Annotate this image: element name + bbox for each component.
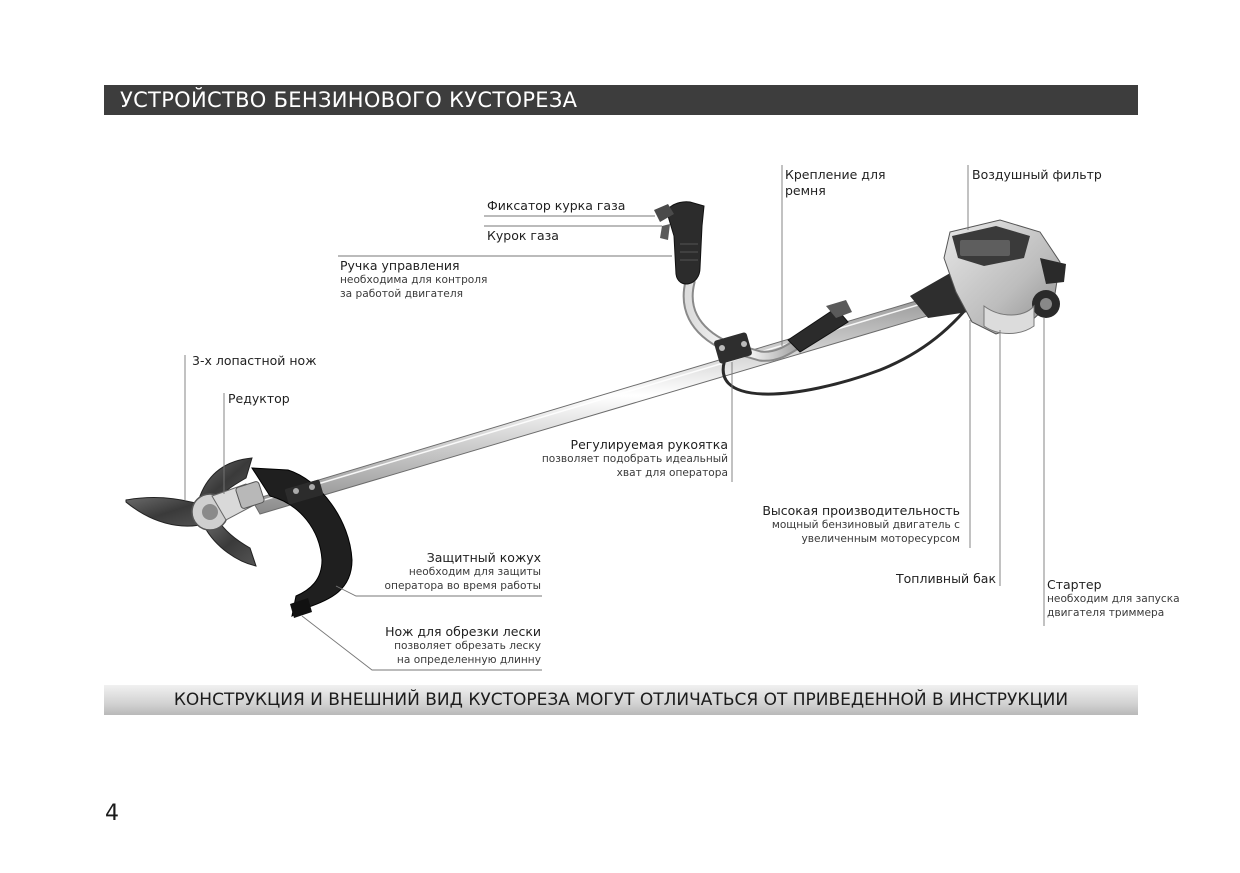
label-guard-title: Защитный кожух <box>426 550 541 565</box>
label-throttle-lock: Фиксатор курка газа <box>487 198 625 214</box>
label-line-cutter-desc-2: на определенную длинну <box>396 653 541 666</box>
label-guard-desc-1: необходим для защиты <box>408 566 541 578</box>
label-performance-title: Высокая производительность <box>762 503 960 518</box>
label-control-handle-title: Ручка управления <box>340 258 460 273</box>
label-guard: Защитный кожух необходим для защиты опер… <box>385 550 541 593</box>
label-adjustable-handle: Регулируемая рукоятка позволяет подобрат… <box>542 437 728 480</box>
label-performance-desc-1: мощный бензиновый двигатель с <box>771 519 960 531</box>
label-line-cutter: Нож для обрезки лески позволяет обрезать… <box>385 624 541 667</box>
label-throttle-trigger-title: Курок газа <box>487 228 559 243</box>
label-gearbox-title: Редуктор <box>228 391 290 406</box>
label-performance: Высокая производительность мощный бензин… <box>762 503 960 546</box>
protective-guard <box>251 467 353 617</box>
leader-guard <box>335 585 542 597</box>
label-air-filter-title: Воздушный фильтр <box>972 167 1102 182</box>
label-line-cutter-desc-1: позволяет обрезать леску <box>394 640 541 652</box>
label-adjustable-handle-desc-1: позволяет подобрать идеальный <box>541 453 728 465</box>
section-title: УСТРОЙСТВО БЕНЗИНОВОГО КУСТОРЕЗА <box>120 88 578 112</box>
label-strap-mount-title-2: ремня <box>785 183 826 198</box>
label-blade-title: 3-х лопастной нож <box>192 353 317 368</box>
label-starter-title: Стартер <box>1047 577 1102 592</box>
throttle-cable <box>721 284 987 396</box>
label-performance-desc-2: увеличенным моторесурсом <box>801 532 960 545</box>
disclaimer-text: КОНСТРУКЦИЯ И ВНЕШНИЙ ВИД КУСТОРЕЗА МОГУ… <box>173 690 1069 710</box>
leader-lines <box>184 165 1045 671</box>
label-adjustable-handle-desc-2: хват для оператора <box>616 466 728 479</box>
line-cutter-knife <box>290 598 312 618</box>
label-adjustable-handle-title: Регулируемая рукоятка <box>570 437 728 452</box>
label-air-filter: Воздушный фильтр <box>972 167 1102 183</box>
gearbox-and-blade <box>125 457 265 567</box>
handlebar <box>682 276 852 364</box>
label-throttle-trigger: Курок газа <box>487 228 559 244</box>
page-number: 4 <box>105 801 119 826</box>
label-fuel-tank: Топливный бак <box>896 571 996 587</box>
label-gearbox: Редуктор <box>228 391 290 407</box>
label-guard-desc-2: оператора во время работы <box>384 579 541 592</box>
disclaimer-bar: КОНСТРУКЦИЯ И ВНЕШНИЙ ВИД КУСТОРЕЗА МОГУ… <box>104 685 1138 715</box>
label-line-cutter-title: Нож для обрезки лески <box>385 624 541 639</box>
label-throttle-lock-title: Фиксатор курка газа <box>487 198 626 213</box>
label-control-handle-desc-1: необходима для контроля <box>340 274 488 286</box>
label-blade: 3-х лопастной нож <box>192 353 316 369</box>
label-fuel-tank-title: Топливный бак <box>896 571 996 586</box>
label-control-handle: Ручка управления необходима для контроля… <box>340 258 487 301</box>
label-starter-desc-2: двигателя триммера <box>1047 606 1165 619</box>
leader-line-cutter <box>301 615 542 671</box>
label-strap-mount: Крепление для ремня <box>785 167 885 199</box>
label-control-handle-desc-2: за работой двигателя <box>340 287 463 300</box>
engine-unit <box>910 219 1066 335</box>
label-strap-mount-title-1: Крепление для <box>785 167 886 182</box>
label-starter-desc-1: необходим для запуска <box>1047 593 1180 605</box>
label-starter: Стартер необходим для запуска двигателя … <box>1047 577 1180 620</box>
section-header-bar: УСТРОЙСТВО БЕНЗИНОВОГО КУСТОРЕЗА <box>104 85 1138 115</box>
control-handle-grip <box>654 201 705 285</box>
